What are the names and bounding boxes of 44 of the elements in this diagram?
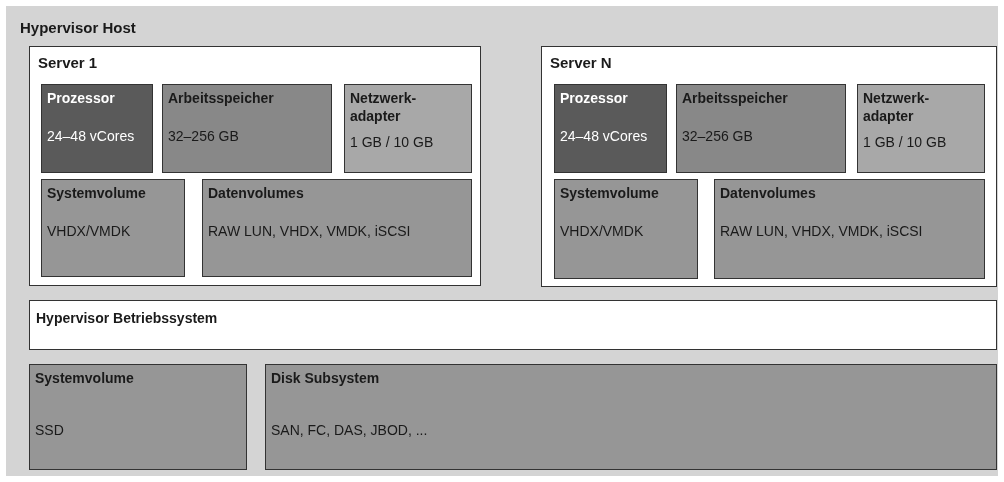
component-box: [265, 364, 997, 470]
box-heading: Systemvolume: [47, 184, 147, 203]
box-heading: Server N: [550, 53, 613, 73]
server-panel: [541, 46, 997, 287]
component-box: [554, 179, 698, 279]
box-text: SSD: [35, 421, 65, 440]
host-panel: [6, 6, 998, 476]
box-heading: Disk Subsystem: [271, 369, 381, 388]
component-box: [714, 179, 985, 279]
server-panel: [29, 46, 481, 286]
box-heading: Systemvolume: [560, 184, 660, 203]
component-box: [857, 84, 985, 173]
box-heading: Hypervisor Host: [20, 18, 137, 38]
box-heading: Datenvolumes: [720, 184, 817, 203]
box-heading: Prozessor: [47, 89, 116, 108]
box-heading: Hypervisor Betriebssystem: [36, 309, 219, 328]
box-text: RAW LUN, VHDX, VMDK, iSCSI: [720, 222, 924, 241]
box-heading: Netzwerk-adapter: [863, 89, 931, 126]
box-text: 32–256 GB: [168, 127, 240, 146]
box-text: 1 GB / 10 GB: [863, 133, 948, 152]
box-heading: Systemvolume: [35, 369, 135, 388]
box-text: VHDX/VMDK: [560, 222, 645, 241]
box-heading: Netzwerk-adapter: [350, 89, 418, 126]
box-heading: Prozessor: [560, 89, 629, 108]
component-box: [344, 84, 472, 173]
component-box: [41, 84, 153, 173]
component-box: [676, 84, 846, 173]
box-text: VHDX/VMDK: [47, 222, 132, 241]
box-text: 24–48 vCores: [47, 127, 136, 146]
box-heading: Arbeitsspeicher: [168, 89, 275, 108]
component-box: [41, 179, 185, 277]
component-box: [554, 84, 667, 173]
box-text: 32–256 GB: [682, 127, 754, 146]
box-text: SAN, FC, DAS, JBOD, ...: [271, 421, 429, 440]
box-text: 1 GB / 10 GB: [350, 133, 435, 152]
box-text: 24–48 vCores: [560, 127, 649, 146]
box-heading: Datenvolumes: [208, 184, 305, 203]
box-heading: Server 1: [38, 53, 99, 73]
box-text: RAW LUN, VHDX, VMDK, iSCSI: [208, 222, 412, 241]
box-heading: Arbeitsspeicher: [682, 89, 789, 108]
component-box: [202, 179, 472, 277]
component-box: [162, 84, 332, 173]
component-box: [29, 364, 247, 470]
layer-box: [29, 300, 997, 350]
